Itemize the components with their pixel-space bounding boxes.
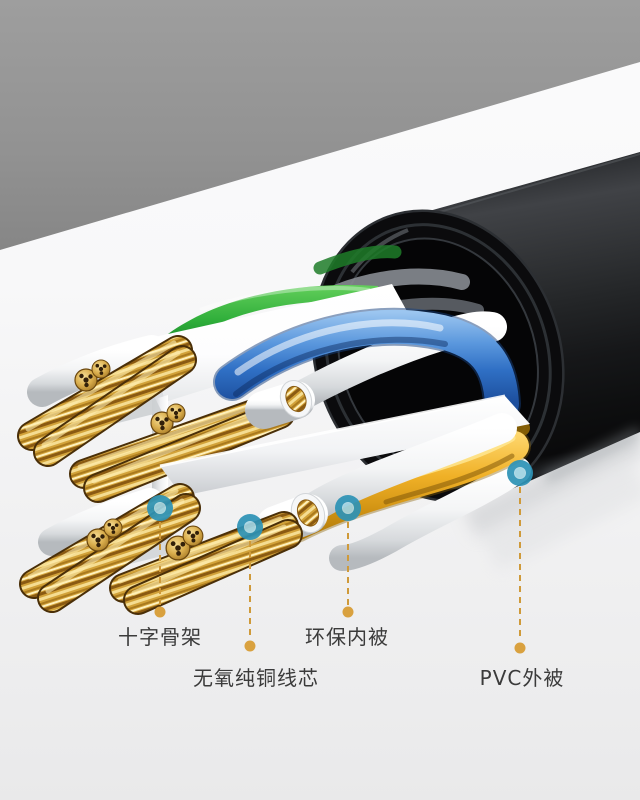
label-cross-skeleton: 十字骨架 bbox=[118, 625, 202, 649]
wire-blue bbox=[213, 307, 521, 423]
marker-inner-dot-icon bbox=[154, 502, 166, 514]
leader-dot-icon bbox=[342, 606, 354, 618]
leader-dot-icon bbox=[154, 606, 166, 618]
back-wall bbox=[0, 0, 640, 250]
leader-dot-icon bbox=[244, 640, 256, 652]
callout-marker-inner-sheath-icon bbox=[335, 495, 361, 521]
cable-shadow bbox=[463, 426, 640, 570]
leader-line-inner-sheath bbox=[347, 522, 349, 606]
leader-line-pvc-jacket bbox=[519, 487, 521, 640]
callout-marker-copper-core-icon bbox=[237, 514, 263, 540]
cross-skeleton-plate bbox=[159, 394, 530, 496]
callout-marker-pvc-jacket-icon bbox=[507, 460, 533, 486]
white-sheath-bottom bbox=[329, 457, 531, 571]
marker-inner-dot-icon bbox=[342, 502, 354, 514]
leader-line-cross-skeleton bbox=[159, 522, 161, 606]
label-pvc-jacket: PVC外被 bbox=[479, 666, 565, 690]
marker-inner-dot-icon bbox=[244, 521, 256, 533]
copper-pairs-upper bbox=[17, 335, 315, 503]
marker-inner-dot-icon bbox=[514, 467, 526, 479]
label-inner-sheath: 环保内被 bbox=[305, 625, 389, 649]
leader-dot-icon bbox=[514, 642, 526, 654]
label-copper-core: 无氧纯铜线芯 bbox=[193, 666, 319, 690]
leader-line-copper-core bbox=[249, 541, 251, 638]
callout-marker-cross-skeleton-icon bbox=[147, 495, 173, 521]
